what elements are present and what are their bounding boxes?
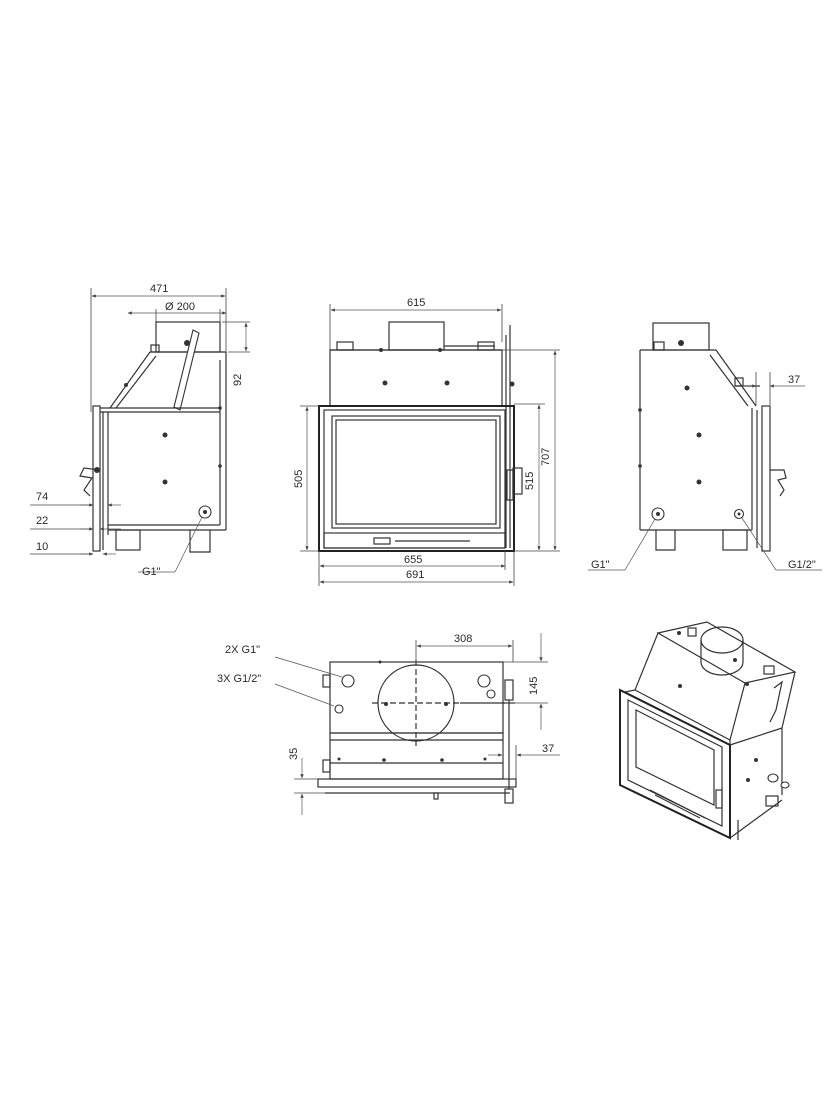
- dim-width-691-label: 691: [406, 569, 424, 581]
- front-view: 615 505: [293, 297, 560, 586]
- dim-height-515-label: 515: [524, 472, 536, 490]
- isometric-view: [619, 621, 797, 840]
- dim-flue-label: Ø 200: [165, 301, 195, 313]
- dim-74-label: 74: [36, 491, 48, 503]
- dim-depth-label: 471: [150, 283, 168, 295]
- dim-top-step-label: 92: [232, 374, 244, 386]
- top-view: 2X G1" 3X G1/2" 308 145 35 37: [217, 633, 560, 815]
- connection-g1-right-label: G1": [591, 559, 610, 571]
- dim-height-707-label: 707: [540, 448, 552, 466]
- connection-g12-label: G1/2": [788, 559, 816, 571]
- dim-width-655-label: 655: [404, 554, 422, 566]
- dim-308-label: 308: [454, 633, 472, 645]
- label-3x-g12: 3X G1/2": [217, 673, 261, 685]
- side-view-left: 471 Ø 200 92: [30, 283, 250, 578]
- dim-37-side-label: 37: [788, 374, 800, 386]
- dim-37-top-label: 37: [542, 743, 554, 755]
- dim-width-top-label: 615: [407, 297, 425, 309]
- connection-g1-label: G1": [142, 566, 161, 578]
- dim-145-label: 145: [528, 677, 540, 695]
- label-2x-g1: 2X G1": [225, 644, 260, 656]
- dim-35-label: 35: [288, 748, 300, 760]
- side-view-right: 37 G1" G1/2": [588, 322, 822, 571]
- dim-height-505-label: 505: [293, 470, 305, 488]
- dim-22-label: 22: [36, 515, 48, 527]
- dim-10-label: 10: [36, 541, 48, 553]
